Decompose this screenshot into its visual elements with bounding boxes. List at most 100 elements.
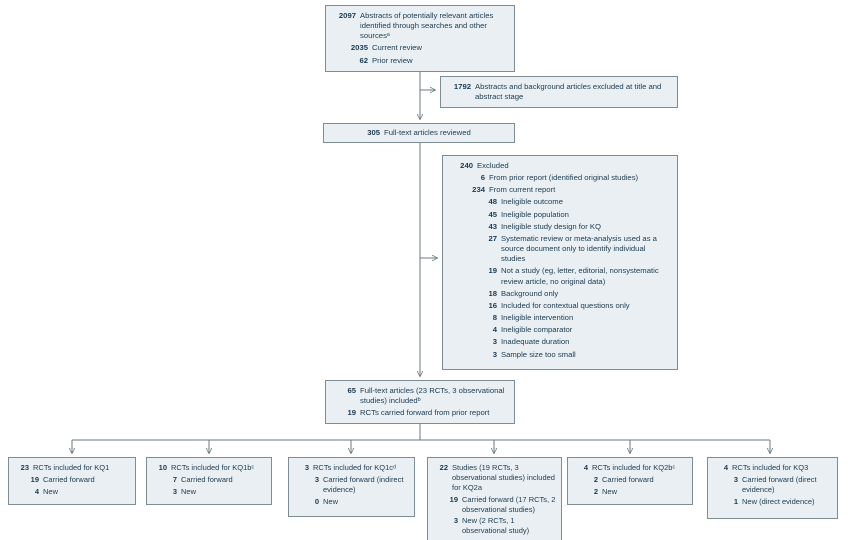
line-label: Carried forward [181, 474, 233, 484]
flow-line: 3 Sample size too small [449, 349, 671, 361]
line-label: Abstracts and background articles exclud… [475, 82, 662, 102]
flow-line: 2035 Current review [332, 42, 508, 54]
line-count: 48 [488, 197, 497, 207]
line-count: 7 [172, 474, 177, 484]
line-count: 19 [30, 474, 39, 484]
line-label: Ineligible population [501, 209, 569, 219]
line-count: 43 [488, 221, 497, 231]
box-kq1: 23 RCTs included for KQ1 19 Carried forward… [8, 457, 136, 505]
line-count: 4 [492, 325, 497, 335]
line-count: 2035 [350, 43, 368, 53]
line-label: Carried forward [602, 474, 654, 484]
line-label: RCTs included for KQ3 [732, 463, 809, 472]
line-count: 65 [347, 386, 356, 395]
line-count: 6 [480, 173, 485, 183]
line-label: Carried forward [43, 474, 95, 484]
line-label: From prior report (identified original s… [489, 173, 639, 183]
line-count: 234 [472, 185, 485, 195]
line-label: From current report [489, 185, 556, 195]
flow-line: 234 From current report [449, 184, 671, 196]
flow-line: 3 Inadequate duration [449, 336, 671, 348]
line-label: Inadequate duration [501, 337, 570, 347]
line-label: Sample size too small [501, 349, 576, 359]
line-count: 3 [492, 337, 497, 347]
line-label: RCTs included for KQ2bᶜ [592, 463, 676, 472]
line-count: 3 [304, 463, 309, 472]
line-count: 1 [733, 496, 738, 506]
line-count: 0 [314, 496, 319, 506]
line-label: New (direct evidence) [742, 496, 815, 506]
line-label: RCTs included for KQ1 [33, 463, 110, 472]
line-count: 45 [488, 209, 497, 219]
line-count: 2 [593, 474, 598, 484]
line-label: Studies (19 RCTs, 3 observational studie… [452, 463, 555, 492]
line-label: Included for contextual questions only [501, 300, 630, 310]
line-count: 19 [347, 408, 356, 418]
line-count: 4 [583, 463, 588, 472]
line-label: New (2 RCTs, 1 observational study) [462, 516, 530, 536]
flow-line: 4 RCTs included for KQ3 [713, 462, 832, 474]
line-count: 305 [367, 128, 381, 137]
flow-line: 45 Ineligible population [449, 209, 671, 221]
line-label: Background only [501, 288, 559, 298]
line-label: Carried forward (direct evidence) [742, 474, 817, 494]
line-label: Full-text articles reviewed [384, 128, 471, 137]
flow-line: 16 Included for contextual questions only [449, 300, 671, 312]
flow-line: 4 RCTs included for KQ2bᶜ [573, 462, 687, 474]
flow-line: 18 Background only [449, 288, 671, 300]
line-label: Current review [372, 43, 422, 53]
line-label: New [43, 486, 59, 496]
line-label: Prior review [372, 55, 413, 65]
line-count: 27 [488, 233, 497, 243]
line-count: 3 [172, 486, 177, 496]
line-count: 23 [20, 463, 29, 472]
line-count: 4 [723, 463, 728, 472]
line-label: Ineligible study design for KQ [501, 221, 601, 231]
box-kq3: 4 RCTs included for KQ3 3 Carried forward (… [707, 457, 838, 519]
flow-line: 43 Ineligible study design for KQ [449, 221, 671, 233]
line-count: 16 [488, 300, 497, 310]
box-excluded-title-abstract: 1792 Abstracts and background articles ex… [440, 76, 678, 109]
line-count: 3 [492, 349, 497, 359]
line-count: 18 [488, 288, 497, 298]
line-count: 3 [314, 474, 319, 484]
line-count: 240 [460, 161, 473, 170]
line-count: 2 [593, 486, 598, 496]
line-label: New [323, 496, 339, 506]
line-count: 2097 [338, 11, 356, 20]
line-count: 10 [158, 463, 167, 472]
line-label: RCTs carried forward from prior report [360, 408, 490, 418]
line-count: 8 [492, 313, 497, 323]
line-count: 1792 [453, 82, 471, 91]
flow-line: 8 Ineligible intervention [449, 312, 671, 324]
flow-line: 1792 Abstracts and background articles ex… [447, 81, 671, 103]
line-count: 19 [449, 494, 458, 504]
flow-line: 2 Carried forward [573, 474, 687, 486]
line-label: New [602, 486, 618, 496]
flow-line: 3 Carried forward (indirect evidence) [294, 474, 409, 496]
line-count: 3 [733, 474, 738, 484]
line-label: Ineligible intervention [501, 313, 574, 323]
flow-line: 19 Carried forward [14, 474, 130, 486]
line-label: Carried forward (indirect evidence) [323, 474, 404, 494]
flow-line: 6 From prior report (identified original … [449, 172, 671, 184]
